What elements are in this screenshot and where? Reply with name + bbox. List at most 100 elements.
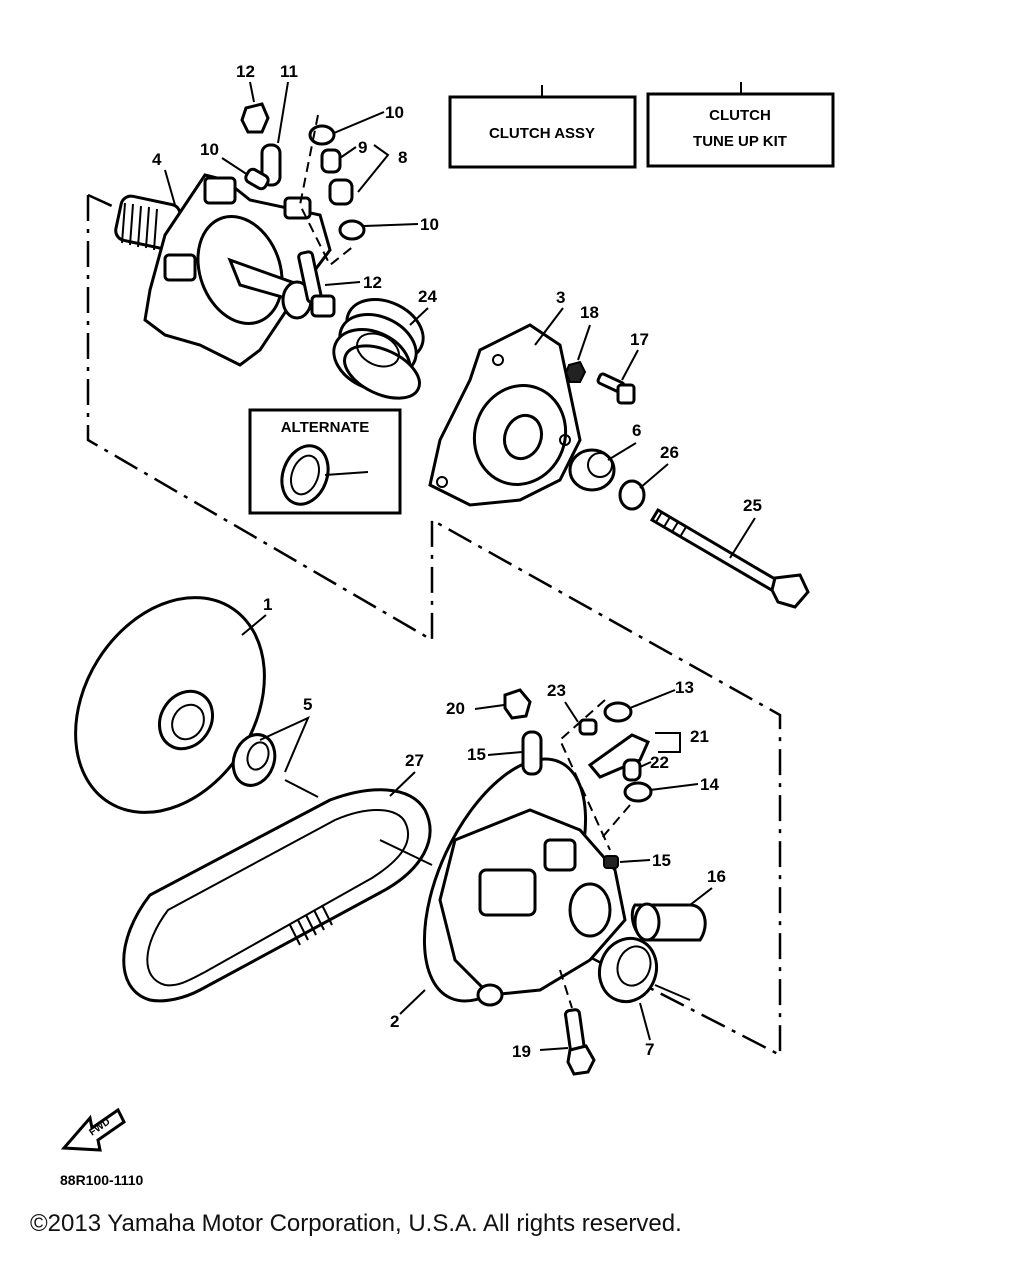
callout-2: 2 xyxy=(390,1012,399,1031)
clutch-assy-label: CLUTCH ASSY xyxy=(489,125,595,142)
nut-22 xyxy=(503,688,532,720)
callout-14: 12 xyxy=(236,62,255,81)
leader-1 xyxy=(241,614,267,636)
shaft-axis-mid xyxy=(379,839,433,866)
bushing-7-inner xyxy=(616,945,652,987)
leader-18 xyxy=(689,887,713,906)
bolt-13 xyxy=(297,250,336,318)
washer-10-bottom xyxy=(338,219,366,241)
callout-9: 9 xyxy=(358,138,367,157)
callout-10-top: 10 xyxy=(385,103,404,122)
collar-5 xyxy=(231,733,277,787)
callout-20: 18 xyxy=(580,303,599,322)
washer-10-top xyxy=(308,124,336,146)
leader-12 xyxy=(221,157,249,176)
leader-20 xyxy=(577,324,591,361)
callout-22: 20 xyxy=(446,699,465,718)
pin-16 xyxy=(521,730,543,776)
callout-29: 27 xyxy=(405,751,424,770)
leader-14 xyxy=(249,81,255,103)
primary-shaft-assembly xyxy=(114,173,332,367)
callout-13: 12 xyxy=(363,273,382,292)
bushing-6 xyxy=(568,448,616,492)
spring-26 xyxy=(332,298,425,400)
callout-6: 6 xyxy=(632,421,641,440)
callout-19: 17 xyxy=(630,330,649,349)
setscrew-17 xyxy=(603,855,619,869)
callout-10-bottom: 10 xyxy=(420,215,439,234)
callout-4: 4 xyxy=(152,150,162,169)
callout-24: 22 xyxy=(650,753,669,772)
callout-12: 10 xyxy=(200,140,219,159)
roller-8 xyxy=(328,178,354,206)
cover-3 xyxy=(428,323,582,507)
callout-7: 7 xyxy=(645,1040,654,1059)
leader-17 xyxy=(619,859,651,863)
callout-15-bottom: 14 xyxy=(700,775,719,794)
callout-8: 8 xyxy=(398,148,407,167)
leader-19 xyxy=(621,349,639,381)
leader-3 xyxy=(534,307,564,346)
fwd-arrow-icon xyxy=(60,1107,126,1152)
callout-1: 1 xyxy=(263,595,272,614)
roller-9 xyxy=(320,148,342,174)
bushing-6-inner xyxy=(587,452,613,478)
leader-11 xyxy=(277,81,289,144)
callout-16: 15 xyxy=(467,745,486,764)
callout-18: 16 xyxy=(707,867,726,886)
leader-29 xyxy=(389,771,416,797)
assembly-outline-upper xyxy=(86,195,782,1058)
leader-15-bottom xyxy=(649,783,699,791)
nut-20 xyxy=(564,360,587,383)
leader-15-top xyxy=(629,689,676,709)
leader-13 xyxy=(324,281,361,286)
copyright-notice: ©2013 Yamaha Motor Corporation, U.S.A. A… xyxy=(30,1210,682,1237)
leader-24 xyxy=(639,761,652,768)
nut-14 xyxy=(240,102,270,134)
bracket-8 xyxy=(357,144,390,193)
shaft-axis-right xyxy=(654,984,691,1001)
leader-26 xyxy=(409,307,429,326)
leader-16 xyxy=(487,751,523,756)
leader-7 xyxy=(639,1002,651,1041)
alternate-washer-inner xyxy=(289,454,321,496)
leader-28 xyxy=(639,463,669,489)
callout-27: 25 xyxy=(743,496,762,515)
callout-15-top: 13 xyxy=(675,678,694,697)
callout-5: 5 xyxy=(303,695,312,714)
callout-28: 26 xyxy=(660,443,679,462)
shaft-axis-lower xyxy=(284,779,319,798)
leader-30 xyxy=(324,471,369,476)
callout-23: 21 xyxy=(690,727,709,746)
movable-sheave-2 xyxy=(422,757,627,1007)
weight-axis xyxy=(558,699,611,851)
leader-25 xyxy=(564,701,579,723)
leader-21 xyxy=(539,1047,569,1051)
clutch-assy-box xyxy=(448,95,637,169)
leader-4 xyxy=(164,169,176,206)
leader-2 xyxy=(399,989,426,1015)
collar-5-inner xyxy=(246,741,270,771)
callout-17: 15 xyxy=(652,851,671,870)
leader-5 xyxy=(259,716,310,773)
bushing-7 xyxy=(598,936,658,1004)
leader-22 xyxy=(474,704,505,710)
washer-15-bottom xyxy=(623,781,653,803)
alternate-label: ALTERNATE xyxy=(281,419,370,436)
tune-up-kit-label-2: TUNE UP KIT xyxy=(693,133,787,150)
callout-3: 3 xyxy=(556,288,565,307)
washer-15-top xyxy=(603,701,633,723)
callout-11: 11 xyxy=(280,62,298,81)
setscrew-25 xyxy=(578,718,598,736)
leader-9 xyxy=(339,146,357,159)
bolt-21-axis xyxy=(559,969,573,1009)
washer-axis xyxy=(599,804,631,841)
belt-29 xyxy=(122,788,432,1003)
weight-23 xyxy=(587,733,650,779)
leader-6 xyxy=(607,442,637,461)
callout-25: 23 xyxy=(547,681,566,700)
washer-28 xyxy=(618,479,646,511)
leader-10-bottom xyxy=(363,223,419,227)
callout-26: 24 xyxy=(418,287,437,306)
